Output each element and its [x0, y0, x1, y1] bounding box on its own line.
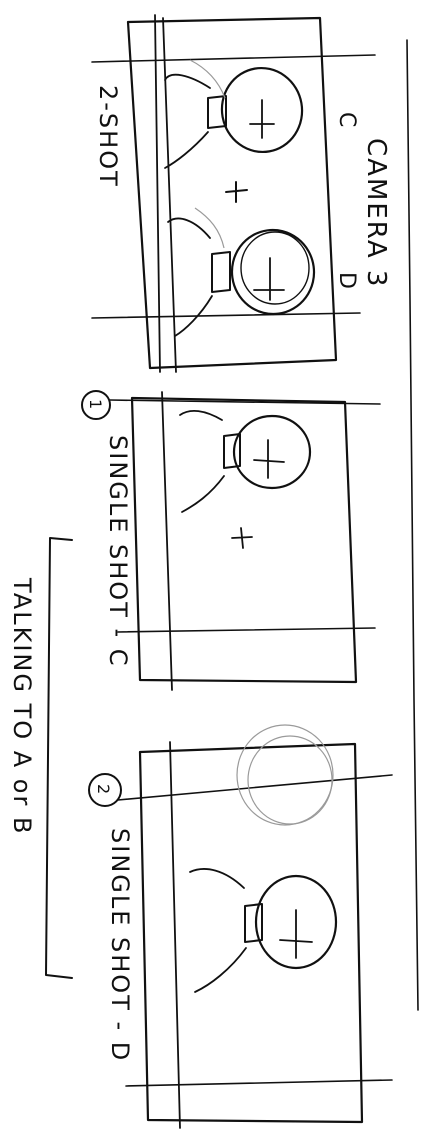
head-d [167, 217, 316, 337]
head-c-single [179, 409, 312, 513]
frame-label-single-shot-c: SINGLE SHOT - C [104, 435, 132, 668]
frame-border [138, 742, 364, 1124]
subject-mark-d: D [334, 272, 359, 291]
frame-single-shot-c: 1 SINGLE SHOT - C [81, 390, 381, 691]
margin-line [406, 39, 419, 1011]
center-cross [231, 527, 253, 549]
camera-title: CAMERA 3 [361, 138, 391, 288]
subject-mark-c: C [334, 112, 359, 129]
frame-single-shot-d: 2 SINGLE SHOT - D [88, 724, 393, 1129]
bracket-note: TALKING TO A or B [8, 577, 36, 835]
head-c [164, 66, 304, 169]
shot-number: 1 [86, 399, 105, 411]
frame-label-single-shot-d: SINGLE SHOT - D [106, 828, 134, 1062]
frame-two-shot: C D 2-SHOT [91, 14, 376, 373]
frame-label-two-shot: 2-SHOT [94, 85, 122, 188]
shot-number: 2 [94, 784, 113, 796]
frame-border [130, 396, 358, 684]
frame-border [126, 16, 338, 370]
bracket [45, 537, 73, 979]
shot-number-circle [81, 390, 111, 420]
offscreen-head-ghost [236, 724, 334, 826]
center-cross [225, 181, 248, 203]
head-d-single [189, 868, 338, 993]
shot-number-circle [88, 773, 122, 807]
